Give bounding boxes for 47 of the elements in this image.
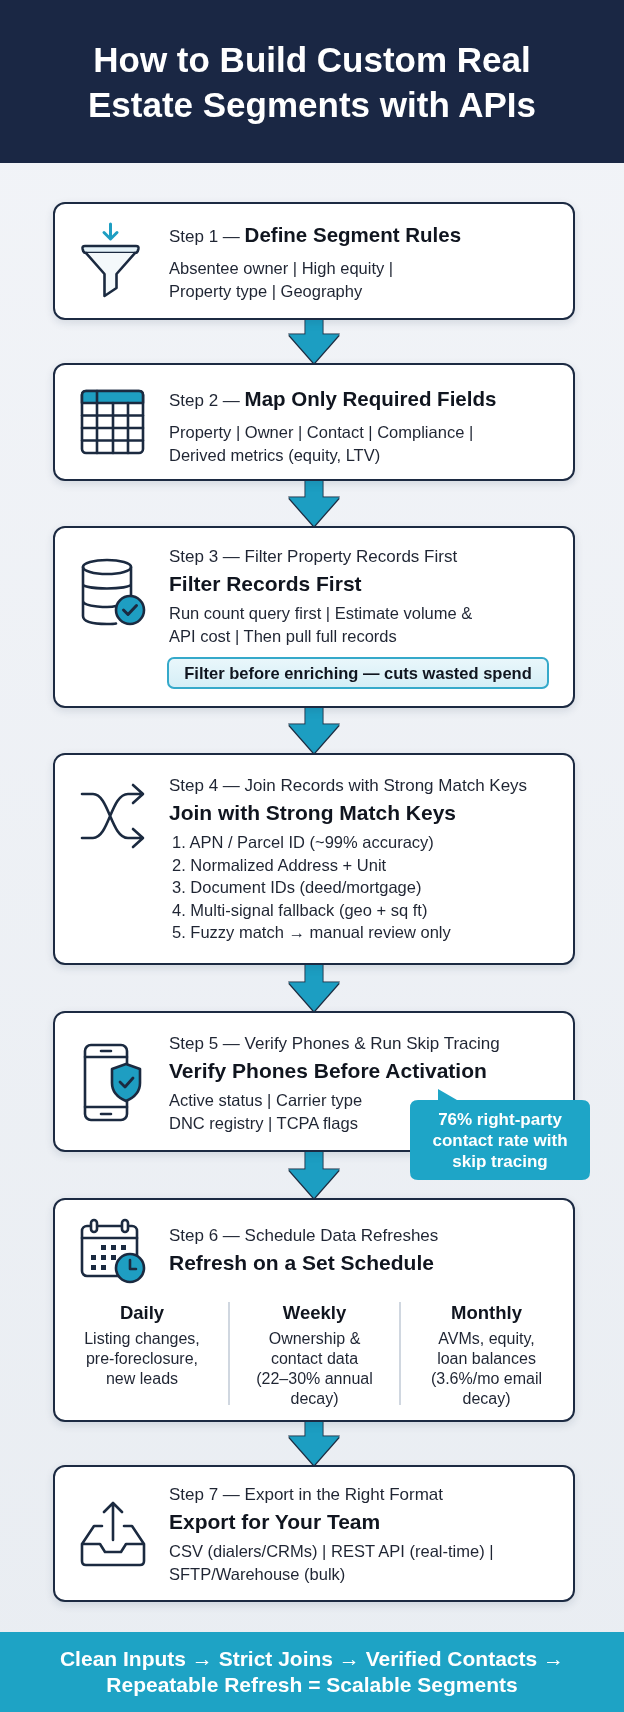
step-card: [53, 526, 575, 708]
step-description: CSV (dialers/CRMs) | REST API (real-time) | SFTP/Warehouse (bulk): [169, 1541, 495, 1585]
summary-text: Clean Inputs → Strict Joins → Verified Contacts → Repeatable Refresh = Scalable Segments: [58, 1646, 566, 1698]
step-label: Step 7 — Export in the Right Format: [169, 1484, 443, 1506]
step-description: Run count query first | Estimate volume & API cost | Then pull full records: [169, 603, 474, 647]
list-item: 5. Fuzzy match → manual review only: [171, 922, 451, 943]
tip-text: Filter before enriching — cuts wasted spend: [184, 663, 532, 683]
step-label: Step 5 — Verify Phones & Run Skip Tracing: [169, 1033, 500, 1055]
step-label: Step 3 — Filter Property Records First: [169, 546, 458, 568]
speech-bubble: [410, 1089, 590, 1180]
flow-arrow: [289, 320, 339, 363]
list-item: 1. APN / Parcel ID (~99% accuracy): [171, 832, 434, 853]
column-heading: Weekly: [282, 1302, 347, 1324]
flow-arrow: [289, 1152, 339, 1198]
step-label: Step 6 — Schedule Data Refreshes: [169, 1225, 439, 1247]
title: How to Build Custom Real Estate Segments with APIs: [87, 38, 537, 126]
step-description: Property | Owner | Contact | Compliance | Derived metrics (equity, LTV): [169, 422, 475, 466]
step-heading: Step 2 — Map Only Required Fields: [169, 386, 497, 412]
tip-banner: [167, 657, 549, 689]
step-card: [53, 1198, 575, 1422]
flow-arrow: [289, 965, 339, 1011]
list-item: 4. Multi-signal fallback (geo + sq ft): [171, 899, 428, 921]
step-heading: Step 1 — Define Segment Rules: [169, 222, 462, 248]
step-title: Refresh on a Set Schedule: [169, 1250, 434, 1276]
step-card: [53, 1465, 575, 1602]
step-title: Verify Phones Before Activation: [169, 1058, 487, 1084]
step-description: Absentee owner | High equity | Property type | Geography: [169, 258, 395, 302]
step-title: Join with Strong Match Keys: [169, 800, 457, 826]
step-label: Step 4 — Join Records with Strong Match Keys: [169, 775, 528, 797]
column-heading: Daily: [119, 1302, 165, 1324]
column-text: Listing changes, pre-foreclosure, new leads: [83, 1329, 201, 1389]
column-heading: Monthly: [451, 1302, 522, 1324]
list-item: 3. Document IDs (deed/mortgage): [171, 877, 422, 898]
step-card: [53, 202, 575, 320]
step-title: Filter Records First: [169, 571, 362, 597]
step-description: Active status | Carrier type DNC registry | TCPA flags: [169, 1090, 364, 1134]
flow-arrow: [289, 1422, 339, 1465]
step-title: Export for Your Team: [169, 1509, 381, 1535]
callout-text: 76% right-party contact rate with skip tracing: [431, 1108, 569, 1172]
flow-arrow: [289, 481, 339, 526]
flow-arrow: [289, 708, 339, 753]
summary-banner: [0, 1632, 624, 1712]
step-card: [53, 363, 575, 481]
step-card: [53, 753, 575, 965]
list-item: 2. Normalized Address + Unit: [171, 854, 387, 876]
column-text: AVMs, equity, loan balances (3.6%/mo email decay): [429, 1329, 544, 1409]
column-text: Ownership & contact data (22–30% annual decay): [255, 1329, 374, 1409]
